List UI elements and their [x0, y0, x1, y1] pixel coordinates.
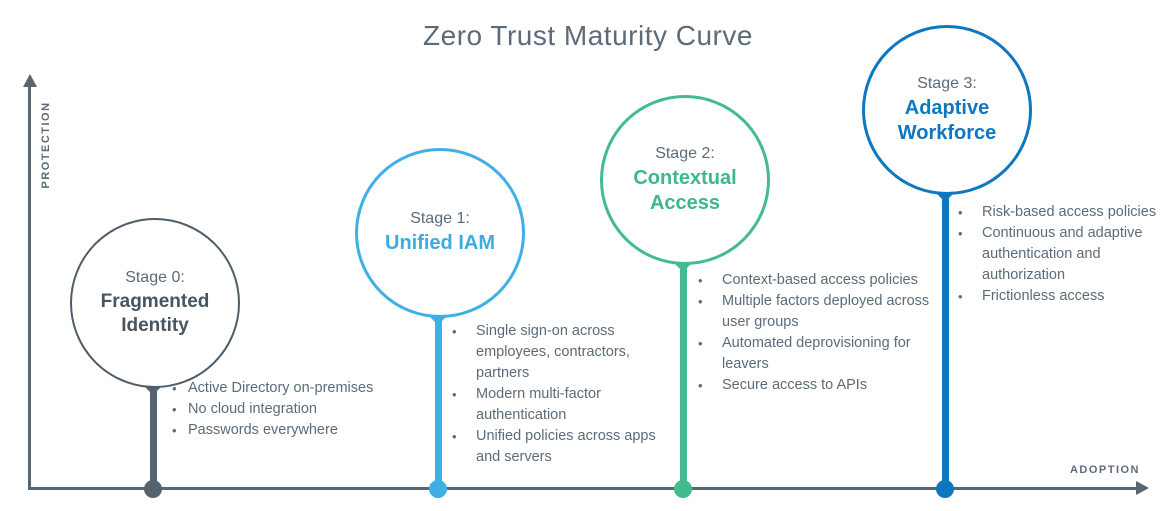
stage-0-stem — [150, 386, 157, 489]
stage-2-stem — [680, 263, 687, 489]
stage-3-label: Stage 3: — [917, 74, 977, 92]
stage-2-name: Contextual Access — [633, 166, 737, 214]
bullet-item: Context-based access policies — [698, 270, 943, 291]
bullet-item: Active Directory on-premises — [172, 378, 432, 399]
stage-1-name: Unified IAM — [385, 232, 495, 254]
stage-0-label: Stage 0: — [125, 268, 185, 286]
bullet-item: Single sign-on across employees, contrac… — [452, 321, 657, 384]
stage-0-circle: Stage 0: Fragmented Identity — [70, 218, 240, 388]
bullet-item: Unified policies across apps and servers — [452, 426, 657, 468]
y-axis-label: PROTECTION — [40, 101, 52, 189]
stage-3-stem — [942, 193, 949, 489]
diagram-title: Zero Trust Maturity Curve — [423, 20, 753, 51]
bullet-item: Multiple factors deployed across user gr… — [698, 291, 943, 333]
stage-3-name: Adaptive Workforce — [897, 96, 997, 144]
stage-0-axis-dot — [144, 480, 162, 498]
stage-1-bullet-list: Single sign-on across employees, contrac… — [452, 321, 657, 468]
bullet-item: Continuous and adaptive authentication a… — [958, 223, 1176, 286]
bullet-item: Modern multi-factor authentication — [452, 384, 657, 426]
stage-0-bullet-list: Active Directory on-premises No cloud in… — [172, 378, 432, 441]
stage-3-axis-dot — [936, 480, 954, 498]
stage-3-bullet-list: Risk-based access policies Continuous an… — [958, 202, 1176, 307]
bullet-item: No cloud integration — [172, 399, 432, 420]
bullet-item: Automated deprovisioning for leavers — [698, 333, 943, 375]
stage-1-axis-dot — [429, 480, 447, 498]
bullet-item: Secure access to APIs — [698, 375, 943, 396]
stage-2-circle: Stage 2: Contextual Access — [600, 95, 770, 265]
bullet-item: Passwords everywhere — [172, 420, 432, 441]
stage-1-stem — [435, 316, 442, 489]
x-axis-line — [28, 487, 1140, 490]
bullet-item: Risk-based access policies — [958, 202, 1176, 223]
y-axis-line — [28, 86, 31, 489]
stage-2-bullet-list: Context-based access policies Multiple f… — [698, 270, 943, 396]
bullet-item: Frictionless access — [958, 286, 1176, 307]
x-axis-arrow-icon — [1136, 481, 1149, 495]
stage-1-label: Stage 1: — [410, 210, 470, 227]
stage-2-axis-dot — [674, 480, 692, 498]
stage-3-circle: Stage 3: Adaptive Workforce — [862, 25, 1032, 195]
x-axis-label: ADOPTION — [1069, 464, 1140, 476]
y-axis-arrow-icon — [23, 74, 37, 87]
stage-2-label: Stage 2: — [655, 144, 715, 162]
stage-0-name: Fragmented Identity — [100, 290, 210, 336]
stage-1-circle: Stage 1: Unified IAM — [355, 148, 525, 318]
